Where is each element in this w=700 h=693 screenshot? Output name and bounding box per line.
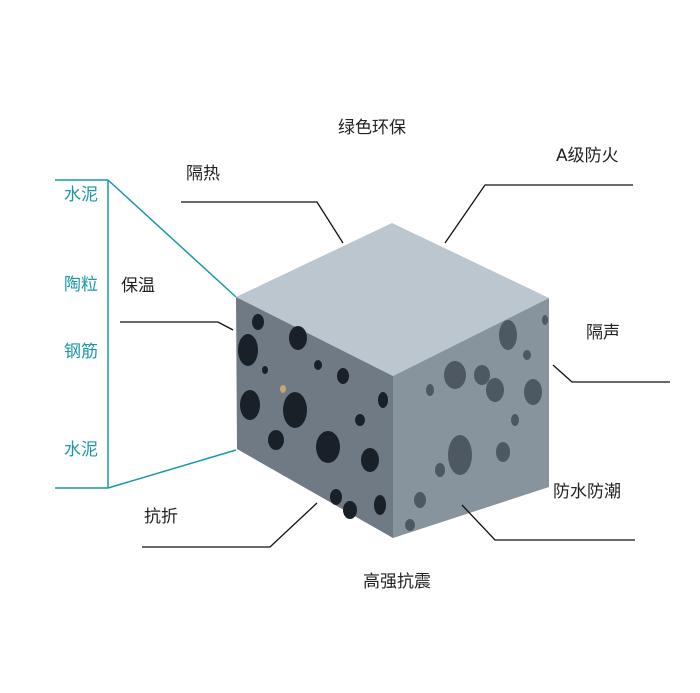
layer-label-rebar: 钢筋 xyxy=(64,342,98,362)
label-fire: A级防火 xyxy=(556,146,619,166)
cube-left-face xyxy=(236,297,393,538)
leader-line-fire xyxy=(444,184,633,244)
leader-line-water xyxy=(461,504,635,541)
cube-right-face xyxy=(393,298,549,538)
label-quake: 高强抗震 xyxy=(363,572,431,592)
leader-line-bend xyxy=(142,502,318,548)
layer-label-cement-top: 水泥 xyxy=(64,185,98,205)
layer-bracket xyxy=(55,179,237,489)
label-sound: 隔声 xyxy=(586,323,620,343)
leader-line-keep-warm xyxy=(120,321,234,331)
layer-label-cement-bottom: 水泥 xyxy=(64,440,98,460)
cube-pores-left xyxy=(238,314,388,519)
ceramsite-grain xyxy=(280,385,286,393)
cube-top-face xyxy=(236,223,549,376)
cube-pores-right xyxy=(405,315,548,531)
leader-line-sound xyxy=(552,364,670,383)
label-water: 防水防潮 xyxy=(553,482,621,502)
label-eco: 绿色环保 xyxy=(338,118,406,138)
layer-label-ceramsite: 陶粒 xyxy=(64,275,98,295)
label-bend: 抗折 xyxy=(144,507,178,527)
label-keep-warm: 保温 xyxy=(121,276,155,296)
label-heat: 隔热 xyxy=(186,164,220,184)
leader-line-heat xyxy=(181,201,344,244)
